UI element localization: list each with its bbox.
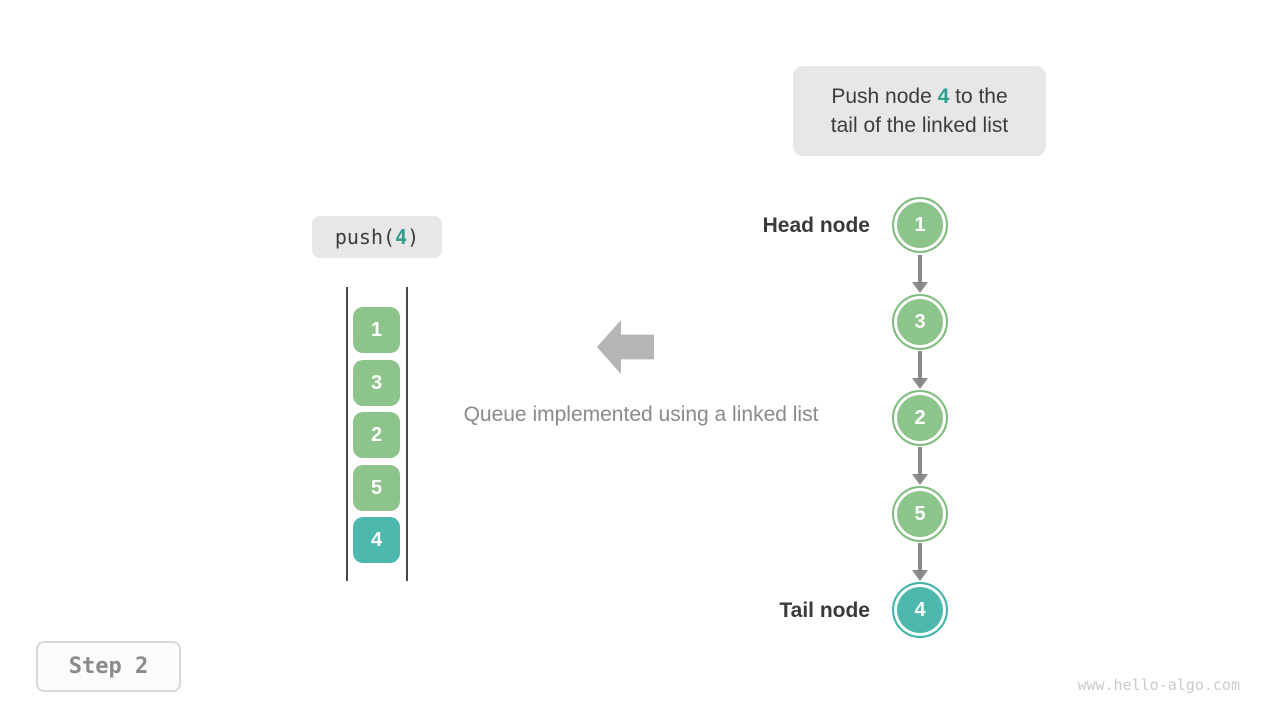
down-arrow-icon (912, 255, 928, 293)
linked-list-node: 5 (892, 486, 948, 542)
queue-rail-left (346, 287, 348, 581)
callout-line1: Push node 4 to the (831, 82, 1007, 111)
push-call-label: push(4) (312, 216, 442, 258)
linked-list-node-highlighted: 4 (892, 582, 948, 638)
head-node-label: Head node (762, 214, 870, 237)
callout-text: to the (949, 85, 1008, 108)
queue-item: 1 (353, 307, 400, 353)
operation-callout: Push node 4 to the tail of the linked li… (793, 66, 1046, 156)
callout-text: Push node (831, 85, 938, 108)
queue-item: 5 (353, 465, 400, 511)
queue-rail-right (406, 287, 408, 581)
callout-line2: tail of the linked list (831, 111, 1008, 140)
linked-list-node: 3 (892, 294, 948, 350)
step-badge: Step 2 (36, 641, 181, 692)
linked-list-node: 2 (892, 390, 948, 446)
push-call-value: 4 (395, 225, 408, 249)
push-call-text: push( (334, 225, 396, 249)
queue-item-highlighted: 4 (353, 517, 400, 563)
linked-list-node: 1 (892, 197, 948, 253)
down-arrow-icon (912, 543, 928, 581)
down-arrow-icon (912, 351, 928, 389)
callout-value: 4 (937, 85, 950, 108)
diagram-caption: Queue implemented using a linked list (463, 403, 819, 426)
site-watermark: www.hello-algo.com (1077, 676, 1240, 694)
queue-item: 2 (353, 412, 400, 458)
callout-text: tail of the linked list (830, 114, 1009, 137)
tail-node-label: Tail node (779, 599, 870, 622)
down-arrow-icon (912, 447, 928, 485)
left-block-arrow-icon (597, 320, 654, 374)
push-call-text: ) (407, 225, 420, 249)
queue-item: 3 (353, 360, 400, 406)
